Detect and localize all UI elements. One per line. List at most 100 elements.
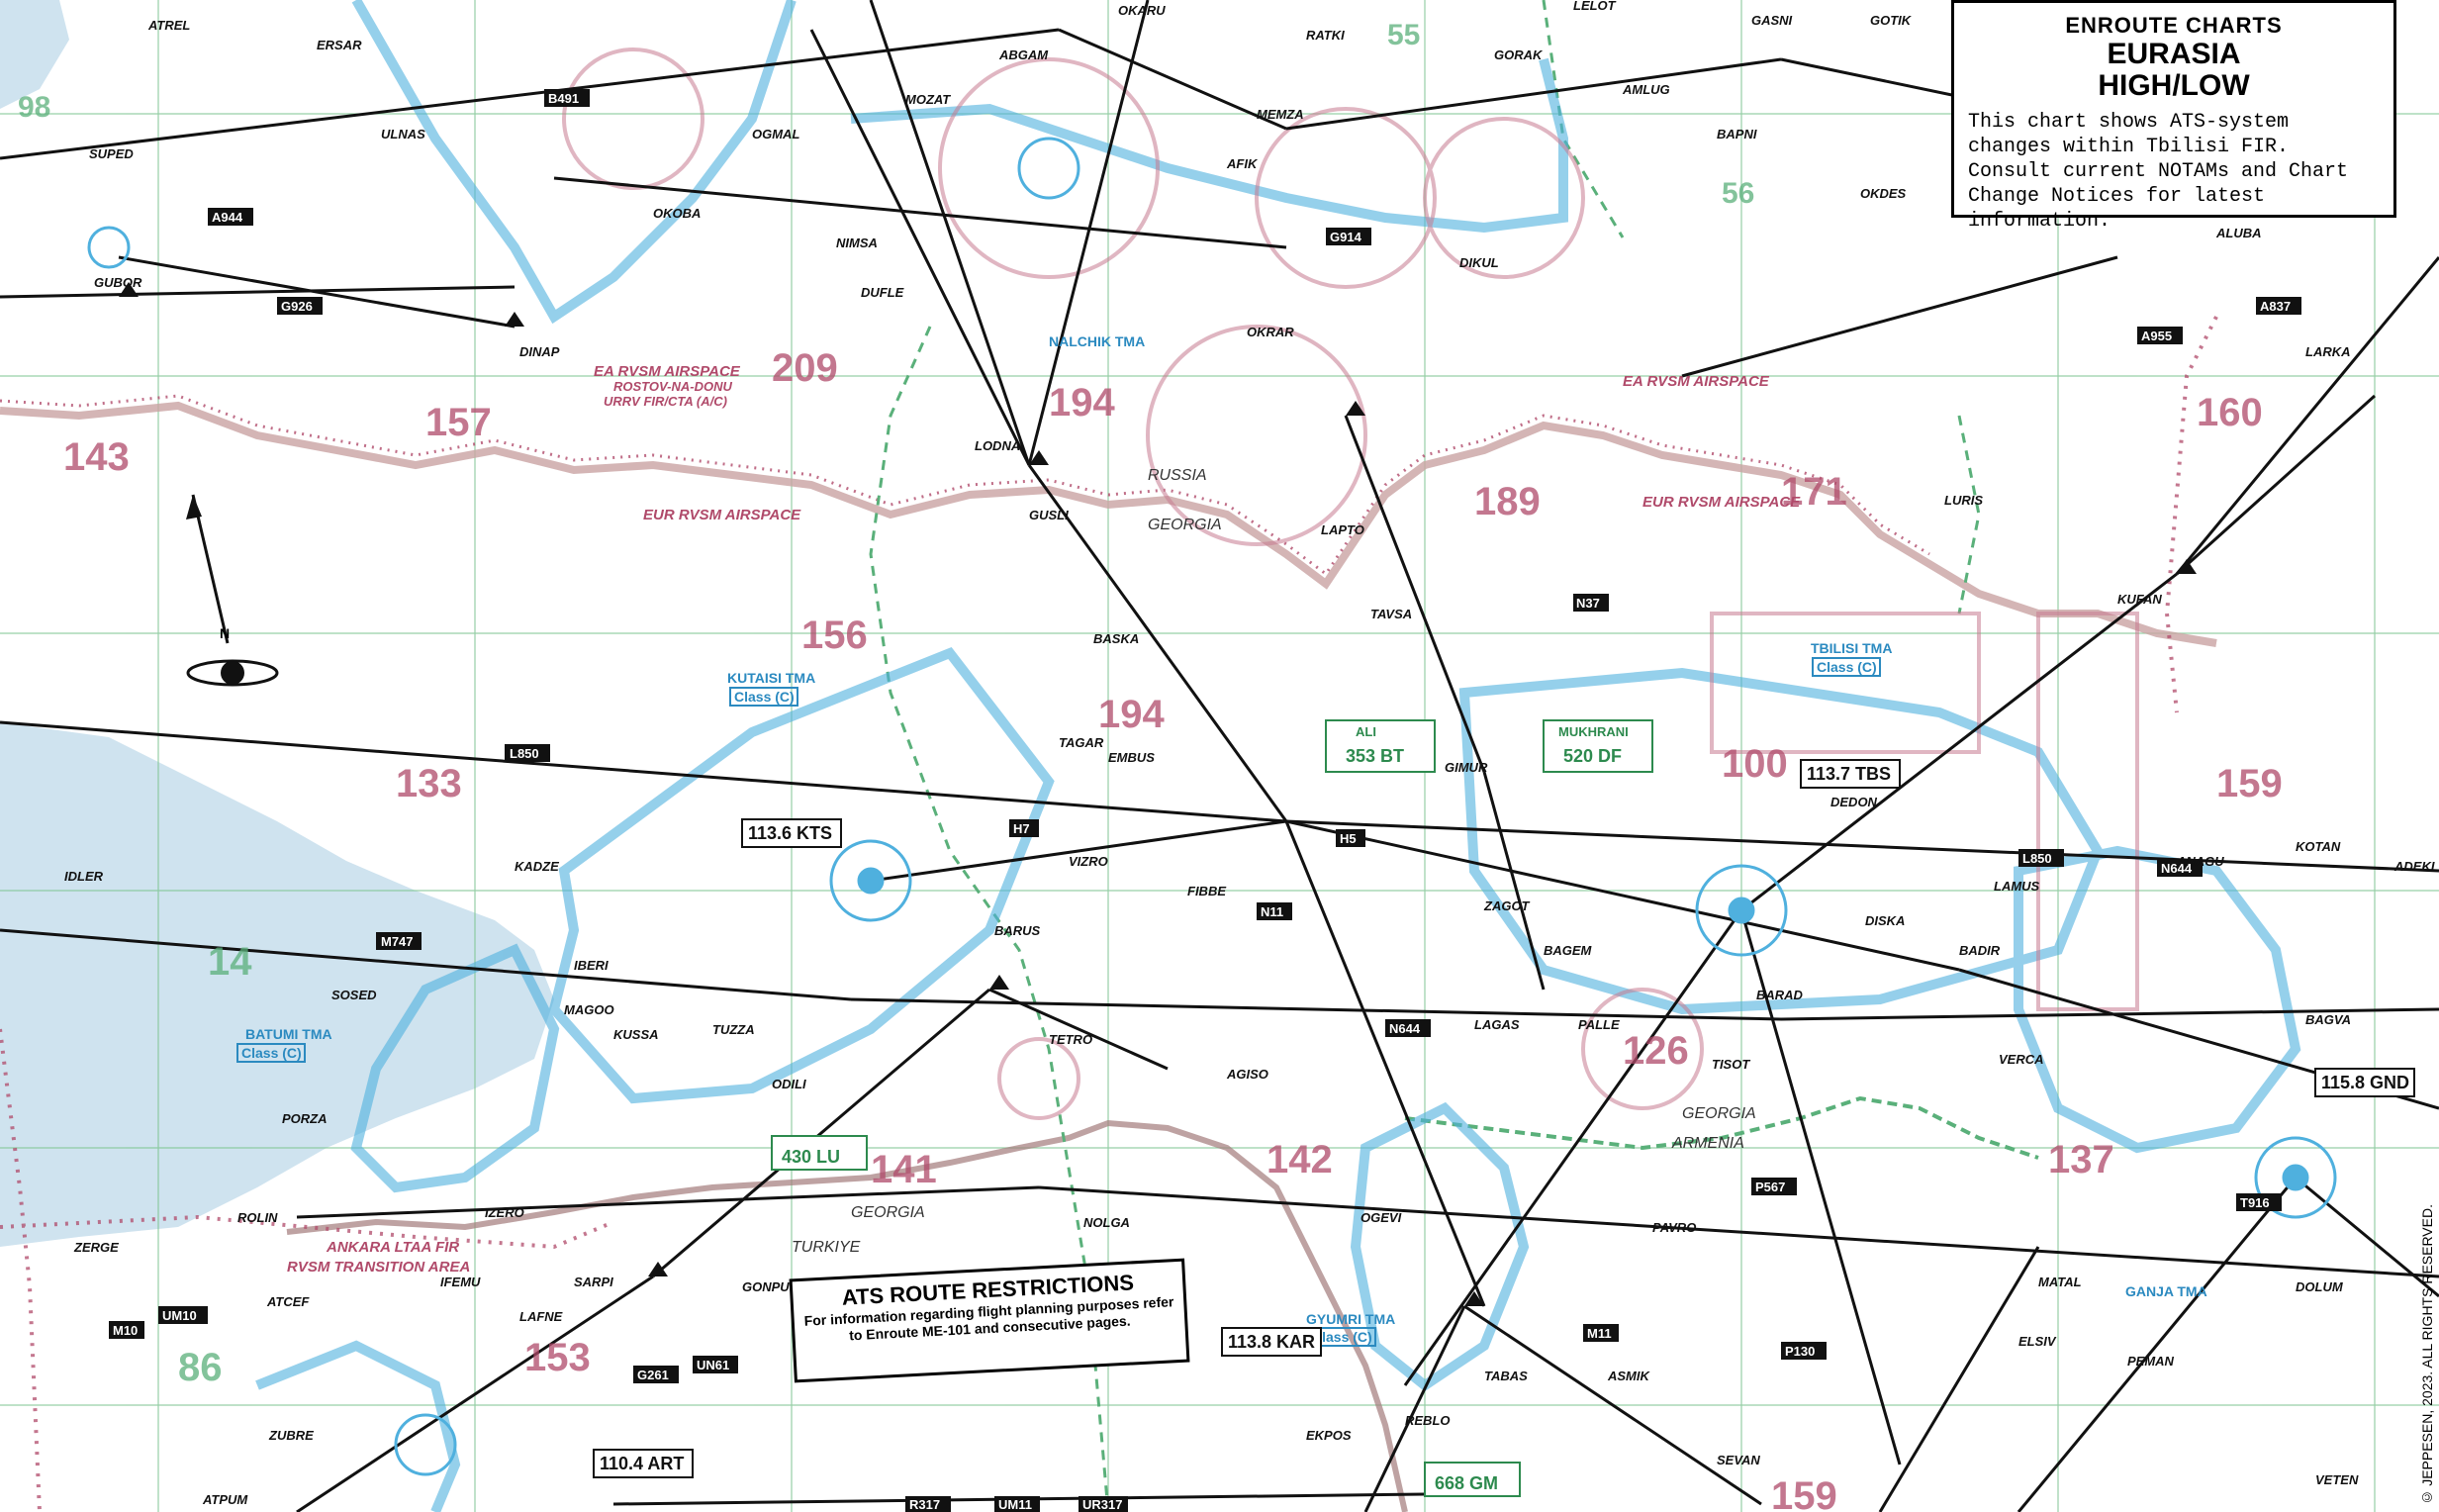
svg-text:G914: G914 [1330, 230, 1362, 244]
svg-text:OKARU: OKARU [1118, 3, 1166, 18]
svg-text:RATKI: RATKI [1306, 28, 1345, 43]
svg-text:LELOT: LELOT [1573, 0, 1617, 13]
copyright: © JEPPESEN, 2023. ALL RIGHTS RESERVED. [2419, 1204, 2435, 1506]
svg-text:NIMSA: NIMSA [836, 236, 878, 250]
fir-boundaries [0, 0, 2218, 1512]
svg-text:URRV FIR/CTA (A/C): URRV FIR/CTA (A/C) [604, 394, 727, 409]
svg-text:ODILI: ODILI [772, 1077, 806, 1091]
svg-text:P130: P130 [1785, 1344, 1815, 1359]
svg-text:KUSSA: KUSSA [613, 1027, 659, 1042]
svg-text:159: 159 [2216, 762, 2283, 805]
svg-text:ADEKI: ADEKI [2393, 859, 2435, 874]
svg-text:DINAP: DINAP [519, 344, 560, 359]
rize-vor-rose [394, 1413, 457, 1476]
svg-text:GOTIK: GOTIK [1870, 13, 1913, 28]
svg-text:159: 159 [1771, 1474, 1837, 1512]
svg-text:GANJA TMA: GANJA TMA [2125, 1283, 2207, 1299]
svg-text:REBLO: REBLO [1405, 1413, 1451, 1428]
svg-text:ATCEF: ATCEF [266, 1294, 310, 1309]
svg-text:LAGAS: LAGAS [1474, 1017, 1520, 1032]
georgia-turkey-border [286, 1119, 1408, 1512]
svg-text:TUZZA: TUZZA [712, 1022, 755, 1037]
svg-text:BADIR: BADIR [1959, 943, 2001, 958]
svg-text:GYUMRI TMA: GYUMRI TMA [1306, 1311, 1395, 1327]
svg-text:ANAGU: ANAGU [2176, 854, 2224, 869]
svg-text:P567: P567 [1755, 1180, 1785, 1194]
ganja-vor-rose [2254, 1136, 2337, 1219]
svg-text:B491: B491 [548, 91, 579, 106]
svg-text:ANKARA LTAA FIR: ANKARA LTAA FIR [326, 1239, 459, 1256]
svg-text:160: 160 [2197, 391, 2263, 434]
svg-text:SUPED: SUPED [89, 146, 134, 161]
sector-lines [869, 0, 1981, 1512]
svg-text:GEORGIA: GEORGIA [1682, 1105, 1756, 1122]
header-title-3: HIGH/LOW [2098, 69, 2250, 102]
svg-text:353 BT: 353 BT [1346, 746, 1404, 766]
country-names: RUSSIA GEORGIA GEORGIA TURKIYE GEORGIA A… [792, 467, 1756, 1256]
svg-text:BAGEM: BAGEM [1544, 943, 1593, 958]
svg-text:MAGOO: MAGOO [564, 1002, 614, 1017]
svg-text:NALCHIK TMA: NALCHIK TMA [1049, 333, 1145, 349]
svg-text:T916: T916 [2240, 1195, 2270, 1210]
svg-text:86: 86 [178, 1346, 223, 1389]
svg-text:LAPTO: LAPTO [1321, 522, 1364, 537]
svg-text:DOLUM: DOLUM [2296, 1279, 2344, 1294]
svg-text:UN61: UN61 [697, 1358, 729, 1372]
svg-text:520 DF: 520 DF [1563, 746, 1622, 766]
svg-text:BAPNI: BAPNI [1717, 127, 1757, 142]
svg-text:LURIS: LURIS [1944, 493, 1983, 508]
svg-text:GORAK: GORAK [1494, 47, 1544, 62]
svg-text:133: 133 [396, 762, 462, 805]
svg-text:141: 141 [871, 1148, 937, 1191]
gubor-vor-rose [87, 226, 131, 269]
svg-text:AGISO: AGISO [1226, 1067, 1268, 1082]
svg-text:LAFNE: LAFNE [519, 1309, 563, 1324]
svg-text:A944: A944 [212, 210, 243, 225]
russia-georgia-border [0, 401, 2217, 647]
svg-text:113.6 KTS: 113.6 KTS [748, 823, 832, 843]
svg-text:BARUS: BARUS [994, 923, 1041, 938]
svg-text:IBERI: IBERI [574, 958, 609, 973]
vor-roses [87, 137, 2337, 1476]
svg-text:110.4 ART: 110.4 ART [600, 1454, 684, 1473]
tma-labels: KUTAISI TMA Class (C) TBILISI TMA Class … [236, 333, 2207, 1347]
svg-text:OKRAR: OKRAR [1247, 325, 1294, 339]
svg-text:189: 189 [1474, 480, 1541, 523]
svg-text:VIZRO: VIZRO [1069, 854, 1108, 869]
nalchik-vor-rose [1017, 137, 1080, 200]
svg-text:AFIK: AFIK [1226, 156, 1259, 171]
svg-text:MUKHRANI: MUKHRANI [1558, 724, 1629, 739]
svg-text:IDLER: IDLER [64, 869, 104, 884]
svg-text:194: 194 [1049, 381, 1115, 425]
svg-text:DEDON: DEDON [1830, 795, 1878, 809]
svg-text:EUR RVSM AIRSPACE: EUR RVSM AIRSPACE [643, 507, 801, 523]
header-title-1: ENROUTE CHARTS [2065, 13, 2283, 38]
header-title-2: EURASIA [2107, 38, 2241, 70]
svg-text:100: 100 [1722, 742, 1788, 786]
svg-text:TABAS: TABAS [1484, 1369, 1528, 1383]
svg-text:TAVSA: TAVSA [1370, 607, 1412, 621]
svg-text:OKDES: OKDES [1860, 186, 1907, 201]
svg-text:LODNA: LODNA [975, 438, 1020, 453]
black-sea [0, 722, 554, 1247]
svg-text:DUFLE: DUFLE [861, 285, 904, 300]
svg-text:171: 171 [1781, 470, 1847, 514]
airspace-labels: EA RVSM AIRSPACE ROSTOV-NA-DONU URRV FIR… [287, 363, 1801, 1276]
svg-text:ALUBA: ALUBA [2215, 226, 2262, 240]
svg-text:209: 209 [772, 346, 838, 390]
svg-text:430 LU: 430 LU [782, 1147, 840, 1167]
svg-text:113.8 KAR: 113.8 KAR [1228, 1332, 1315, 1352]
svg-text:M11: M11 [1587, 1326, 1612, 1341]
svg-text:L850: L850 [2022, 851, 2052, 866]
svg-text:EKPOS: EKPOS [1306, 1428, 1352, 1443]
svg-text:KUFAN: KUFAN [2117, 592, 2162, 607]
svg-text:OKOBA: OKOBA [653, 206, 701, 221]
svg-text:PORZA: PORZA [282, 1111, 328, 1126]
svg-text:Class (C): Class (C) [1312, 1329, 1372, 1345]
svg-text:IFEMU: IFEMU [440, 1275, 481, 1289]
svg-text:PAVRO: PAVRO [1652, 1220, 1696, 1235]
svg-text:EA RVSM AIRSPACE: EA RVSM AIRSPACE [594, 363, 741, 380]
svg-text:14: 14 [208, 940, 252, 984]
svg-text:A837: A837 [2260, 299, 2291, 314]
